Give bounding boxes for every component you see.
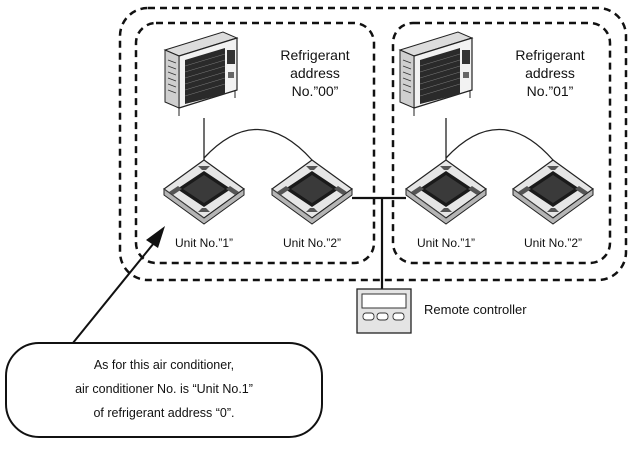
system-0-address-label: Refrigerant address No.”00” (260, 46, 370, 100)
cassette-indoor-unit-icon (512, 159, 594, 225)
callout-box: As for this air conditioner, air conditi… (5, 342, 323, 438)
address-number: No.”00” (291, 83, 339, 99)
outdoor-unit-icon (399, 31, 473, 117)
address-number: No.”01” (526, 83, 574, 99)
pipe-line (203, 128, 313, 161)
address-title: Refrigerant (515, 47, 585, 63)
pipe-line (445, 128, 554, 161)
system-1-address-label: Refrigerant address No.”01” (495, 46, 605, 100)
cassette-indoor-unit-icon (405, 159, 487, 225)
unit-label: Unit No.”2” (282, 236, 341, 250)
system-0-boundary (134, 21, 376, 265)
outdoor-unit-icon (164, 31, 238, 117)
unit-label: Unit No.”1” (174, 236, 233, 250)
address-title: Refrigerant (280, 47, 350, 63)
unit-label: Unit No.”2” (523, 236, 582, 250)
callout-line: of refrigerant address “0”. (93, 406, 235, 420)
address-line: address (525, 65, 575, 81)
callout-line: As for this air conditioner, (93, 358, 235, 372)
arrowhead (146, 226, 165, 248)
outer-boundary (118, 6, 628, 282)
remote-controller-label: Remote controller (424, 302, 527, 317)
address-line: address (290, 65, 340, 81)
cassette-indoor-unit-icon (271, 159, 353, 225)
callout-line: air conditioner No. is “Unit No.1” (75, 382, 253, 396)
system-1-boundary (391, 21, 612, 265)
cassette-indoor-unit-icon (163, 159, 245, 225)
remote-controller-icon (356, 288, 412, 334)
callout-arrow (63, 237, 159, 355)
unit-label: Unit No.”1” (416, 236, 475, 250)
